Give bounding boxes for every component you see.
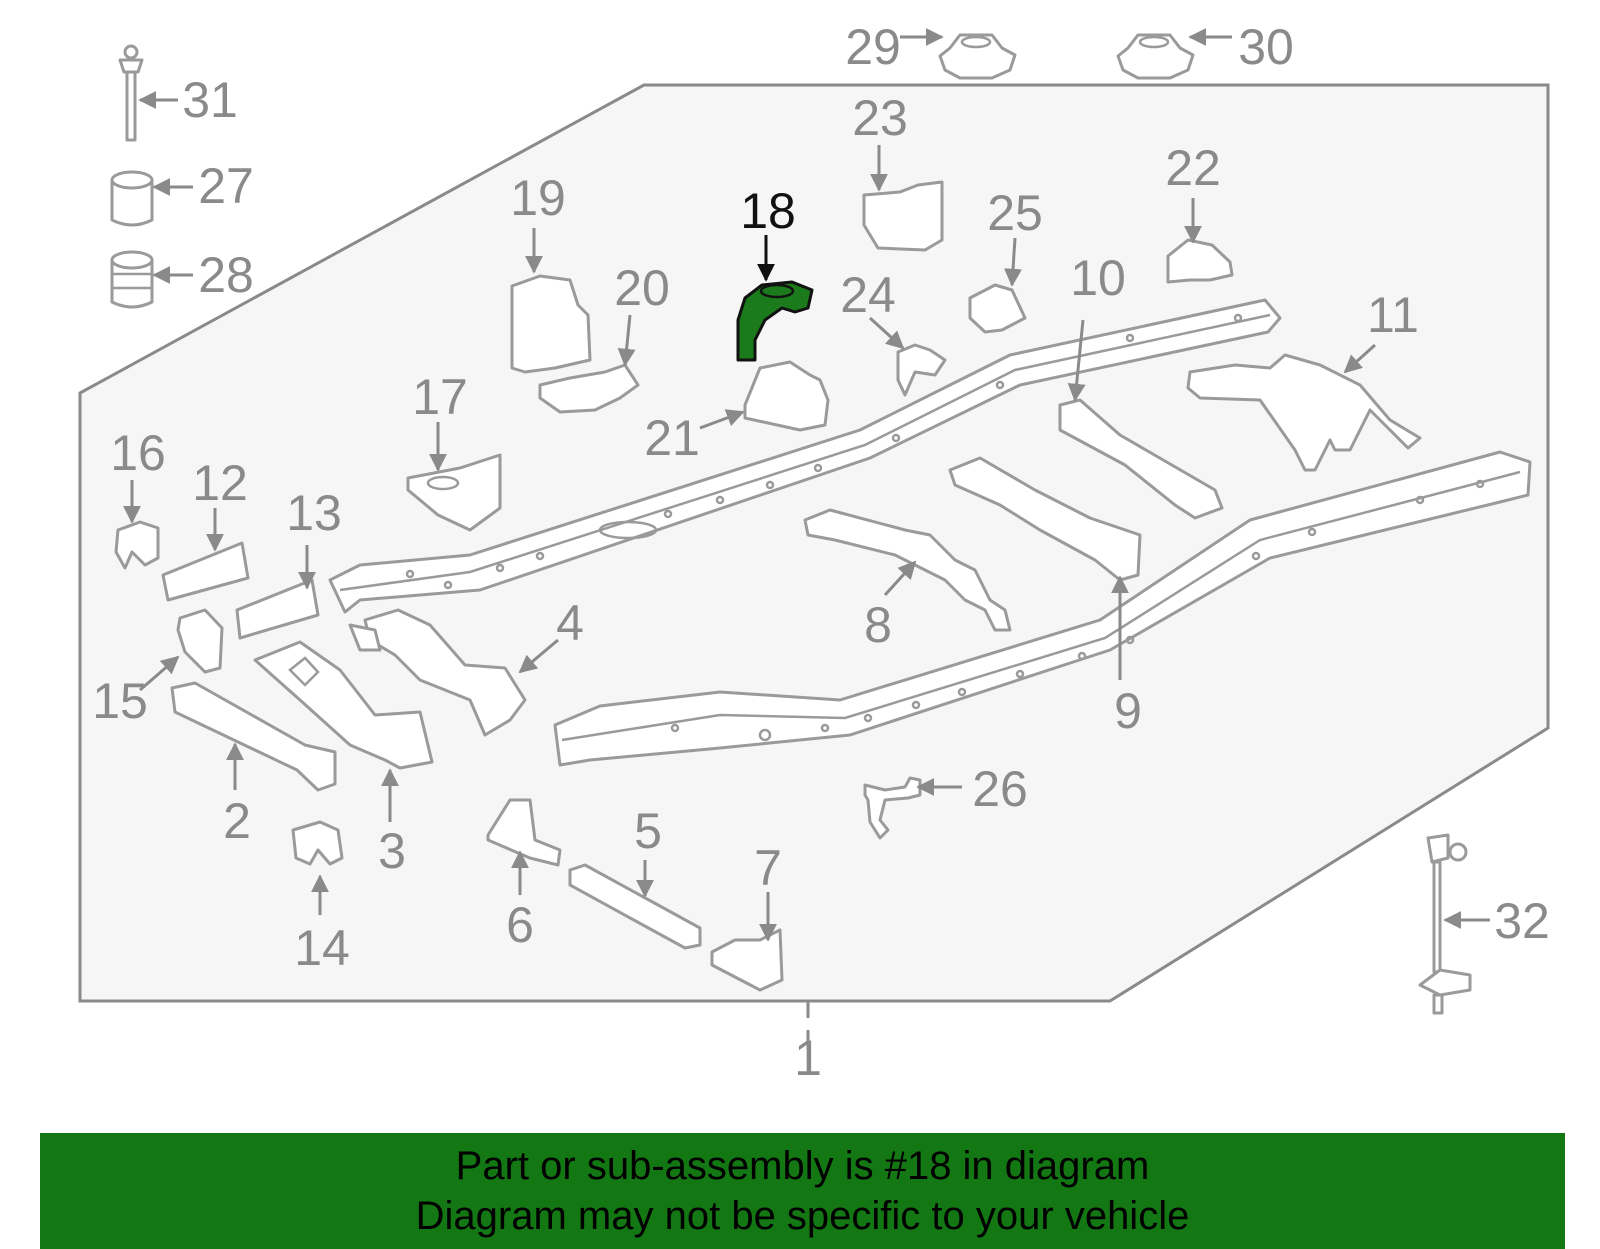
part-12-channel (161, 541, 250, 602)
part-14-bracket (291, 820, 344, 866)
part-9-crossmember (948, 456, 1142, 582)
callout-16: 16 (110, 425, 166, 481)
callout-15: 15 (92, 673, 148, 729)
part-28-bushing (110, 250, 154, 309)
callout-18: 18 (740, 183, 796, 239)
part-15-plate (176, 608, 224, 674)
callout-12: 12 (192, 455, 248, 511)
part-17-mount (406, 453, 502, 532)
callout-20: 20 (614, 260, 670, 316)
part-27-bushing (110, 170, 154, 227)
part-4-bracket (363, 608, 527, 737)
callout-labels: 1 2 3 4 5 6 7 8 9 10 11 12 13 14 15 16 1… (92, 19, 1550, 1086)
part-11-crossmember (1186, 353, 1422, 472)
callout-25: 25 (987, 185, 1043, 241)
leader-arrows (123, 28, 1490, 1050)
callout-27: 27 (198, 158, 254, 214)
callout-6: 6 (506, 897, 534, 953)
part-30-mount (1116, 33, 1195, 80)
callout-10: 10 (1070, 250, 1126, 306)
callout-24: 24 (840, 267, 896, 323)
part-20-bracket (538, 363, 640, 414)
callout-32: 32 (1494, 893, 1550, 949)
part-25-bracket (968, 283, 1027, 334)
info-banner: Part or sub-assembly is #18 in diagram D… (40, 1133, 1565, 1249)
part-7-plate (710, 928, 784, 992)
callout-2: 2 (223, 793, 251, 849)
callout-21: 21 (644, 410, 700, 466)
part-21-mount (743, 360, 830, 432)
part-10-crossmember (1058, 398, 1224, 520)
callout-31: 31 (182, 72, 238, 128)
callout-30: 30 (1238, 19, 1294, 75)
frame-left-rail (328, 298, 1282, 614)
part-5-channel (568, 863, 702, 950)
part-18-highlighted-bracket (736, 280, 814, 362)
callout-3: 3 (378, 823, 406, 879)
part-3-bracket (253, 640, 434, 770)
part-31-bolt (118, 44, 144, 142)
part-2-crossmember (170, 681, 337, 792)
callout-4: 4 (556, 595, 584, 651)
callout-11: 11 (1367, 287, 1419, 343)
part-6-bracket (486, 798, 562, 867)
callout-13: 13 (286, 485, 342, 541)
part-32-hanger (1418, 833, 1472, 1015)
part-29-mount (938, 33, 1017, 80)
callout-22: 22 (1165, 140, 1221, 196)
part-24-bracket (896, 343, 947, 397)
part-13-channel (235, 578, 320, 640)
callout-7: 7 (754, 840, 782, 896)
callout-19: 19 (510, 170, 566, 226)
callout-23: 23 (852, 90, 908, 146)
banner-line-2: Diagram may not be specific to your vehi… (415, 1194, 1190, 1238)
part-19-bracket (510, 274, 592, 374)
part-26-rod (863, 776, 922, 840)
callout-5: 5 (634, 803, 662, 859)
part-16-bracket (114, 520, 160, 570)
callout-17: 17 (412, 369, 468, 425)
part-8-crossmember (803, 508, 1012, 632)
part-23-bracket (862, 180, 944, 252)
callout-29: 29 (845, 19, 901, 75)
assembly-panel (78, 83, 1550, 1003)
banner-line-1: Part or sub-assembly is #18 in diagram (455, 1144, 1150, 1188)
callout-28: 28 (198, 247, 254, 303)
frame-right-rail (553, 450, 1532, 767)
callout-9: 9 (1114, 683, 1142, 739)
callout-14: 14 (294, 920, 350, 976)
callout-8: 8 (864, 597, 892, 653)
callout-26: 26 (972, 761, 1028, 817)
callout-1: 1 (794, 1030, 822, 1086)
